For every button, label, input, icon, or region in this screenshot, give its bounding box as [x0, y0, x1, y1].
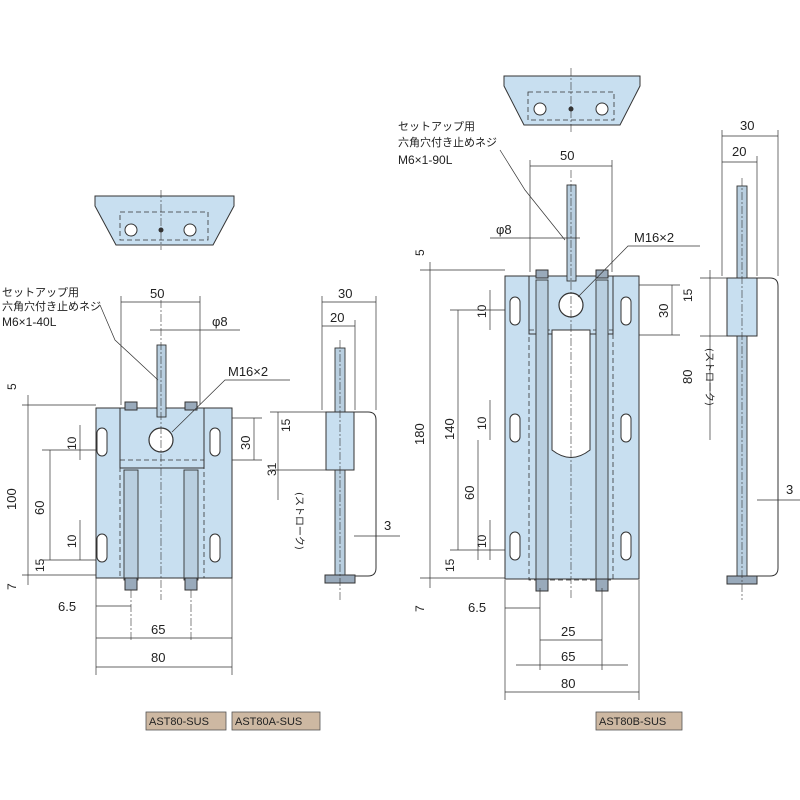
right-dim-10a: 10: [475, 304, 489, 318]
right-dim-25: 25: [561, 624, 575, 639]
tag-ast80-sus: [145, 711, 227, 731]
left-dim-5: 5: [5, 383, 19, 390]
right-setscrew-note-2: 六角穴付き止めネジ: [398, 135, 497, 149]
tag-ast80b-sus-label: AST80B-SUS: [599, 716, 666, 728]
right-dimensions: [420, 130, 800, 700]
right-setscrew-note-1: セットアップ用: [398, 120, 475, 133]
right-labels: セットアップ用 六角穴付き止めネジ M6×1-90L 50 φ8 M16×2 5…: [398, 118, 793, 691]
right-dim-5: 5: [413, 249, 427, 256]
right-dim-6-5: 6.5: [468, 600, 486, 615]
left-side-stroke: (ストローク): [293, 492, 305, 550]
left-setscrew-note-1: セットアップ用: [2, 286, 79, 299]
left-setscrew-note-2: 六角穴付き止めネジ: [2, 299, 101, 313]
right-dim-15: 15: [443, 558, 457, 572]
right-dim-phi8: φ8: [496, 222, 512, 237]
right-top-view: [503, 68, 641, 132]
left-labels: セットアップ用 六角穴付き止めネジ M6×1-40L 50 φ8 M16×2 5…: [2, 286, 391, 665]
left-setscrew-note-3: M6×1-40L: [2, 315, 57, 329]
left-tags: AST80-SUS AST80A-SUS: [145, 711, 321, 731]
left-side-dim-31: 31: [265, 462, 279, 476]
right-dim-m16: M16×2: [634, 230, 674, 245]
right-dim-60: 60: [462, 486, 477, 500]
left-dim-100: 100: [4, 488, 19, 510]
right-dim-30-mid: 30: [656, 304, 671, 318]
right-side-view: [726, 178, 779, 600]
left-dim-30-mid: 30: [238, 436, 253, 450]
left-dim-phi8: φ8: [212, 314, 228, 329]
right-dim-65: 65: [561, 649, 575, 664]
left-dim-7: 7: [5, 583, 19, 590]
tag-ast80-sus-label: AST80-SUS: [149, 716, 209, 728]
left-side-dim-15: 15: [279, 418, 293, 432]
right-dim-80: 80: [561, 676, 575, 691]
left-dim-10b: 10: [65, 534, 79, 548]
right-tags: AST80B-SUS: [595, 711, 683, 731]
right-side-dim-30: 30: [740, 118, 754, 133]
right-side-dim-15: 15: [681, 288, 695, 302]
right-setscrew-note-3: M6×1-90L: [398, 153, 453, 167]
right-dim-7: 7: [413, 605, 427, 612]
left-dim-50: 50: [150, 286, 164, 301]
right-side-dim-20: 20: [732, 144, 746, 159]
left-top-view: [94, 190, 235, 250]
right-side-dim-3: 3: [786, 482, 793, 497]
right-side-stroke: (ストローク): [703, 348, 715, 406]
left-dim-80: 80: [151, 650, 165, 665]
left-dim-15: 15: [33, 558, 47, 572]
tag-ast80a-sus-label: AST80A-SUS: [235, 716, 302, 728]
left-dim-60: 60: [32, 501, 47, 515]
tag-ast80a-sus: [231, 711, 321, 731]
right-dim-10c: 10: [475, 534, 489, 548]
left-dim-6-5: 6.5: [58, 599, 76, 614]
left-side-dim-3: 3: [384, 518, 391, 533]
right-dim-180: 180: [412, 423, 427, 445]
left-side-view: [324, 340, 377, 600]
left-dim-65: 65: [151, 622, 165, 637]
right-front-view: [504, 170, 640, 600]
right-dim-50: 50: [560, 148, 574, 163]
right-dim-10b: 10: [475, 416, 489, 430]
left-front-view: [95, 300, 233, 640]
right-dim-140: 140: [442, 418, 457, 440]
tag-ast80b-sus: [595, 711, 683, 731]
left-dim-10a: 10: [65, 436, 79, 450]
left-dimensions: [22, 296, 400, 675]
left-side-dim-30: 30: [338, 286, 352, 301]
right-side-dim-80: 80: [680, 370, 695, 384]
left-side-dim-20: 20: [330, 310, 344, 325]
left-dim-m16: M16×2: [228, 364, 268, 379]
